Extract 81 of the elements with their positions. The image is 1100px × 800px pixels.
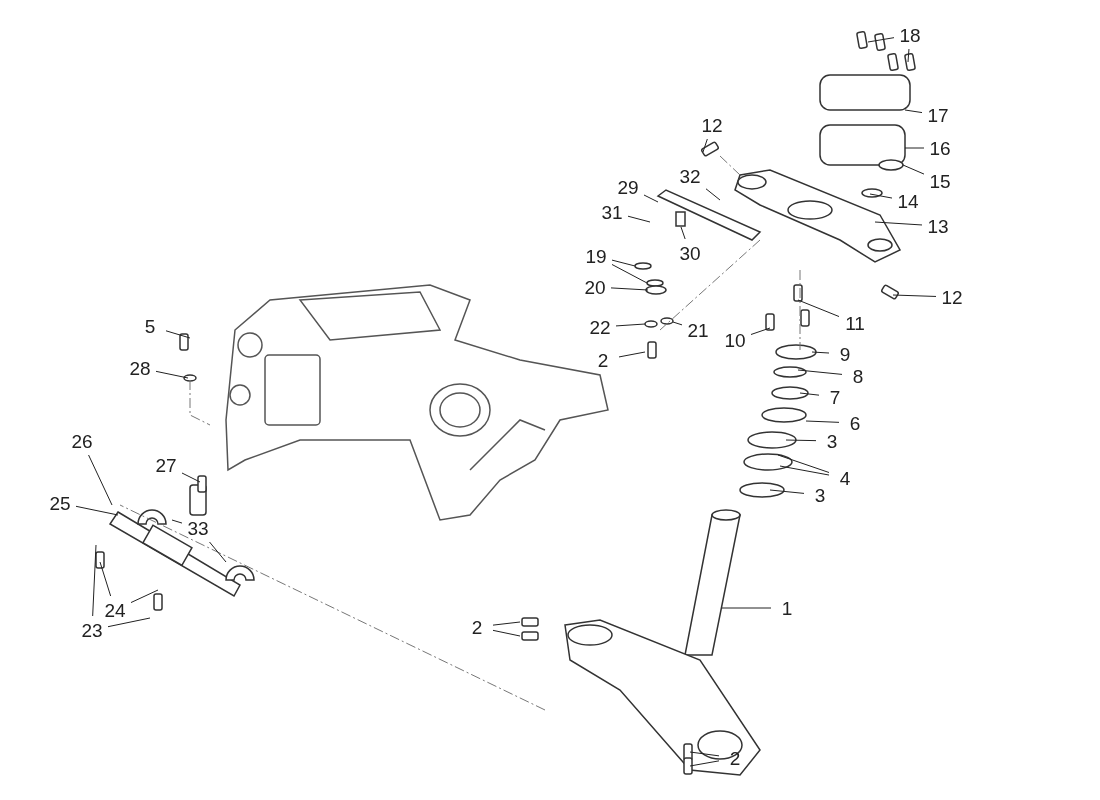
callout-number: 14 — [895, 190, 921, 212]
leader-line — [611, 259, 636, 267]
callout-number: 12 — [699, 114, 725, 136]
leader-line — [867, 37, 895, 43]
leader-line — [797, 299, 840, 318]
callout-number: 5 — [137, 315, 163, 337]
callout-number: 10 — [722, 329, 748, 351]
leader-line — [492, 621, 521, 626]
callout-number: 22 — [587, 316, 613, 338]
leader-line — [797, 369, 843, 375]
callout-number: 7 — [822, 386, 848, 408]
leader-line — [75, 505, 119, 516]
callout-number: 8 — [845, 365, 871, 387]
leader-line — [627, 215, 651, 223]
leader-line — [874, 221, 923, 226]
leader-line — [107, 617, 151, 628]
leader-line — [209, 541, 227, 563]
callout-number: 17 — [925, 104, 951, 126]
callout-number: 26 — [69, 430, 95, 452]
callout-number: 19 — [583, 245, 609, 267]
callout-number: 3 — [807, 484, 833, 506]
leader-line — [610, 287, 649, 291]
leader-line — [689, 760, 720, 767]
leader-line — [492, 629, 521, 637]
leader-line — [811, 351, 830, 354]
leader-line — [750, 327, 771, 335]
leader-line — [805, 420, 840, 423]
callout-number: 2 — [590, 349, 616, 371]
leader-line — [680, 226, 686, 240]
callout-number: 3 — [819, 430, 845, 452]
leader-line — [618, 351, 646, 358]
leader-line — [130, 589, 159, 604]
callout-number: 11 — [842, 312, 868, 334]
leader-line — [769, 489, 805, 494]
callout-number: 32 — [677, 165, 703, 187]
leader-line — [904, 147, 925, 149]
leader-line — [615, 323, 646, 327]
callout-number: 29 — [615, 176, 641, 198]
callout-number: 1 — [774, 597, 800, 619]
leader-line — [799, 392, 820, 396]
callout-number: 4 — [832, 467, 858, 489]
leader-line — [721, 607, 772, 609]
callout-number: 23 — [79, 619, 105, 641]
leader-line — [892, 294, 937, 297]
callout-number: 9 — [832, 343, 858, 365]
callout-number: 28 — [127, 357, 153, 379]
leader-line — [171, 519, 183, 524]
callout-number: 30 — [677, 242, 703, 264]
callout-number: 15 — [927, 170, 953, 192]
leader-line — [165, 330, 191, 339]
leader-line — [88, 454, 113, 506]
callout-number: 13 — [925, 215, 951, 237]
callout-number: 18 — [897, 24, 923, 46]
leader-line — [611, 263, 648, 284]
callout-number: 27 — [153, 454, 179, 476]
callout-number: 12 — [939, 286, 965, 308]
callout-number: 21 — [685, 319, 711, 341]
leader-line — [785, 439, 817, 442]
callout-number: 20 — [582, 276, 608, 298]
callout-number: 2 — [464, 616, 490, 638]
leader-line — [643, 194, 659, 203]
callout-number: 31 — [599, 201, 625, 223]
leader-line — [705, 188, 721, 201]
callout-number: 33 — [185, 517, 211, 539]
leader-line — [92, 544, 97, 617]
leader-line — [902, 164, 925, 175]
leader-line — [779, 465, 830, 476]
leader-line — [869, 193, 893, 199]
callout-number: 6 — [842, 412, 868, 434]
leader-line — [99, 561, 112, 597]
leader-line — [777, 454, 830, 473]
callout-number: 24 — [102, 599, 128, 621]
leader-line — [181, 472, 201, 483]
leader-line — [689, 751, 720, 757]
callout-number: 25 — [47, 492, 73, 514]
callout-number: 16 — [927, 137, 953, 159]
leader-line — [907, 48, 910, 63]
leader-line — [155, 370, 189, 379]
leader-line — [672, 321, 683, 326]
leader-line — [904, 109, 923, 114]
leader-line — [702, 138, 708, 153]
